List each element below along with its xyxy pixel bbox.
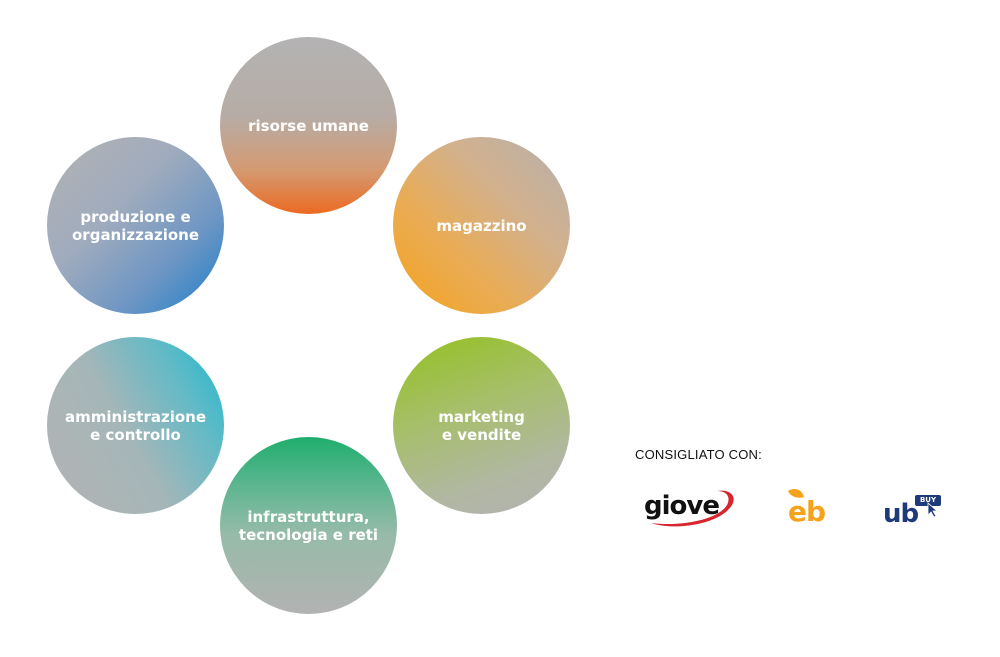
circle-magazzino[interactable]: magazzino <box>393 137 570 314</box>
cursor-icon <box>927 502 939 518</box>
circle-label: produzione e organizzazione <box>72 207 199 244</box>
giove-logo-text: giove <box>644 491 720 521</box>
eb-logo-text: eb <box>788 495 826 528</box>
circle-label: magazzino <box>436 216 527 235</box>
circle-label: marketing e vendite <box>438 407 525 444</box>
ub-logo-text: ub <box>883 499 919 529</box>
circle-amministrazione[interactable]: amministrazione e controllo <box>47 337 224 514</box>
circle-infrastruttura[interactable]: infrastruttura, tecnologia e reti <box>220 437 397 614</box>
circle-produzione[interactable]: produzione e organizzazione <box>47 137 224 314</box>
buy-badge: BUY <box>915 495 941 506</box>
leaf-icon <box>788 489 804 498</box>
ub-buy-logo[interactable]: ub BUY <box>883 493 943 529</box>
recommended-label: CONSIGLIATO CON: <box>635 447 762 462</box>
circle-marketing-vendite[interactable]: marketing e vendite <box>393 337 570 514</box>
giove-logo[interactable]: giove <box>643 485 737 531</box>
circle-label: infrastruttura, tecnologia e reti <box>238 507 379 544</box>
eb-logo[interactable]: eb <box>786 487 830 528</box>
circle-label: amministrazione e controllo <box>65 407 206 444</box>
circle-risorse-umane[interactable]: risorse umane <box>220 37 397 214</box>
giove-swoosh-icon <box>651 490 734 527</box>
circle-label: risorse umane <box>248 116 369 135</box>
